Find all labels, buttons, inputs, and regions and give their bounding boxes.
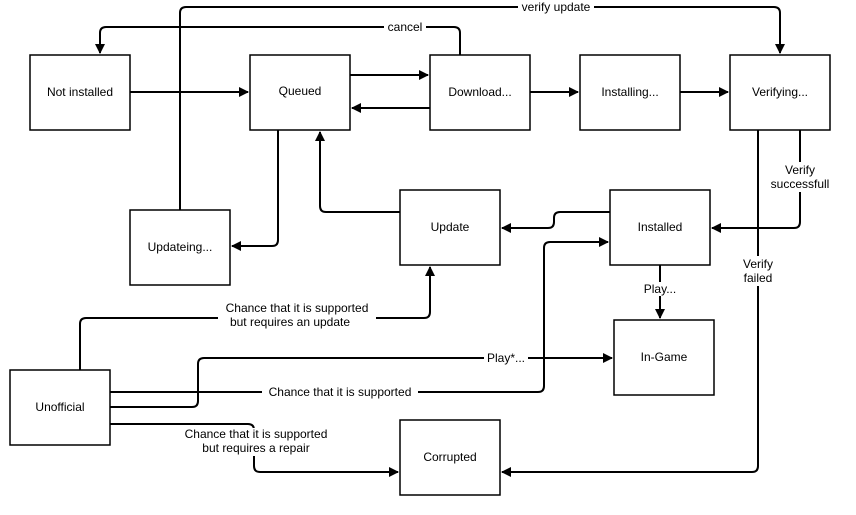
node-queued: Queued: [249, 54, 351, 131]
label-verify-update: verify update: [518, 0, 594, 14]
node-update: Update: [399, 189, 501, 266]
svg-text:failed: failed: [744, 271, 773, 285]
label-play-star: Play*...: [484, 351, 528, 365]
edge-installed-to-update: [501, 211, 610, 233]
svg-text:Not installed: Not installed: [47, 85, 113, 99]
node-corrupted: Corrupted: [399, 419, 501, 496]
svg-text:Corrupted: Corrupted: [423, 450, 476, 464]
edge-cancel: [95, 26, 461, 55]
svg-text:Verifying...: Verifying...: [752, 85, 808, 99]
node-updating: Updateing...: [129, 209, 231, 286]
svg-text:cancel: cancel: [388, 20, 423, 34]
edge-unofficial-to-installed: [110, 237, 609, 393]
svg-text:Installed: Installed: [638, 220, 683, 234]
svg-text:Verify: Verify: [743, 257, 773, 271]
node-unofficial: Unofficial: [9, 369, 111, 446]
svg-text:but requires a repair: but requires a repair: [202, 441, 309, 455]
edge-verify-successful: [711, 130, 801, 233]
svg-text:Installing...: Installing...: [601, 85, 658, 99]
svg-text:Update: Update: [431, 220, 470, 234]
label-supported-chance: Chance that it is supported: [262, 385, 418, 399]
label-verify-failed: Verify failed: [740, 256, 776, 286]
node-not-installed: Not installed: [29, 54, 131, 131]
edge-verify-failed: [501, 130, 759, 477]
svg-text:In-Game: In-Game: [641, 350, 688, 364]
svg-text:Chance that it is supported: Chance that it is supported: [226, 301, 369, 315]
svg-text:verify update: verify update: [522, 0, 591, 14]
node-downloading: Download...: [429, 54, 531, 131]
label-update-chance: Chance that it is supported but requires…: [218, 300, 376, 330]
svg-text:but requires an update: but requires an update: [230, 315, 350, 329]
label-verify-successful: Verify successfull: [766, 162, 834, 192]
svg-text:successfull: successfull: [771, 177, 830, 191]
svg-text:Chance that it is supported: Chance that it is supported: [269, 385, 412, 399]
node-installing: Installing...: [579, 54, 681, 131]
edge-unofficial-to-in-game: [110, 353, 613, 408]
svg-text:Play...: Play...: [644, 282, 676, 296]
node-verifying: Verifying...: [729, 54, 831, 131]
svg-text:Verify: Verify: [785, 163, 815, 177]
svg-text:Chance that it is supported: Chance that it is supported: [185, 427, 328, 441]
label-play: Play...: [642, 282, 678, 296]
svg-text:Updateing...: Updateing...: [148, 240, 213, 254]
node-in-game: In-Game: [613, 319, 715, 396]
label-cancel: cancel: [384, 20, 426, 34]
svg-text:Queued: Queued: [279, 84, 322, 98]
svg-text:Download...: Download...: [448, 85, 511, 99]
edge-update-to-queued: [315, 131, 400, 213]
edge-queued-to-updating: [231, 130, 279, 251]
node-installed: Installed: [609, 189, 711, 266]
svg-text:Unofficial: Unofficial: [35, 400, 84, 414]
label-repair-chance: Chance that it is supported but requires…: [178, 427, 334, 456]
svg-text:Play*...: Play*...: [487, 351, 525, 365]
edge-verify-update: [179, 6, 785, 210]
